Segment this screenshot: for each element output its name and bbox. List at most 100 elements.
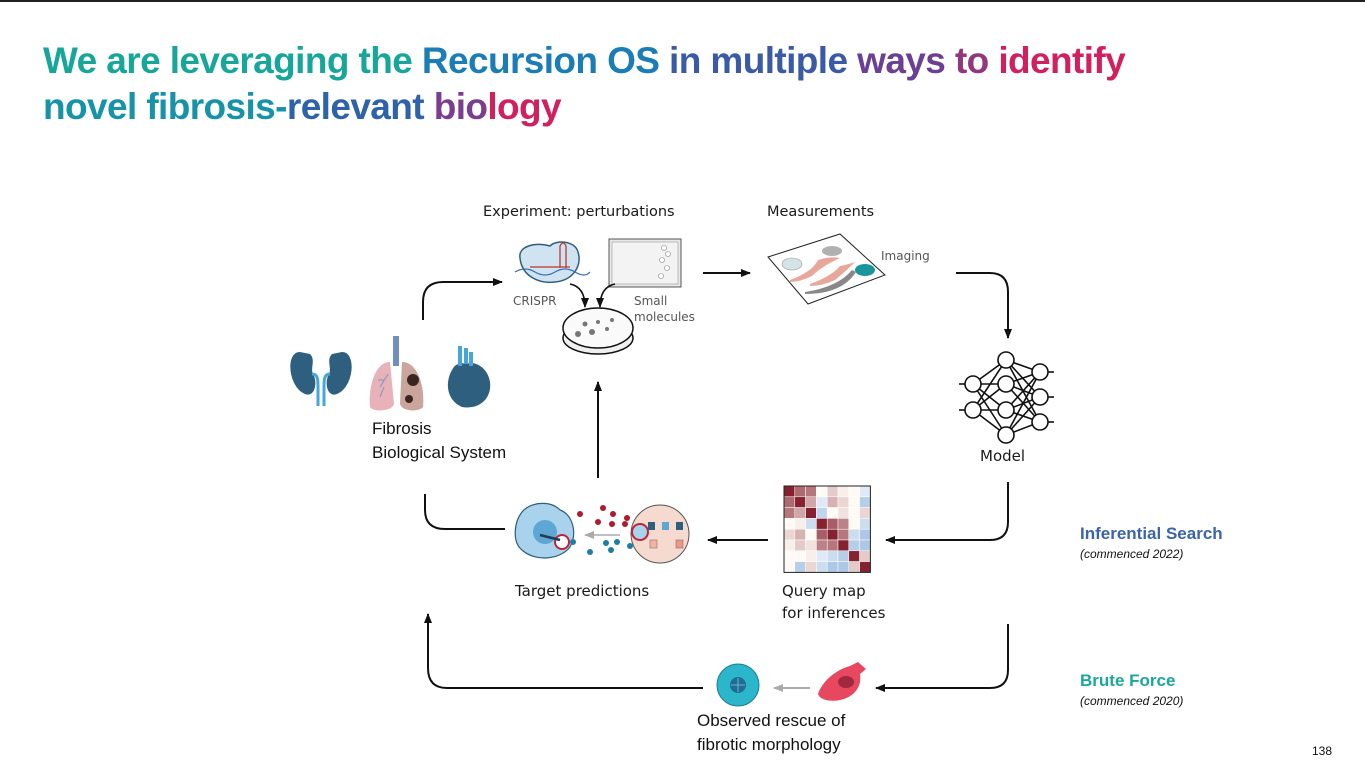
heatmap-cell [816,550,828,562]
nn-node [997,401,1015,419]
heatmap-cell [826,496,839,508]
heatmap-cell [783,528,796,541]
arrow-model-to-querymap [885,482,1009,544]
arrow-rescue-to-fibrosis [424,613,703,689]
heatmap-cell [794,528,806,541]
title-segment: relevant [286,86,434,127]
heatmap-cell [859,507,871,519]
heatmap-cell [848,539,860,552]
neural-network-icon [959,351,1054,444]
nn-node [964,401,982,419]
heatmap-cell [848,561,860,573]
heatmap-cell [816,528,828,541]
crispr-icon [514,241,591,284]
heatmap-cell [783,496,796,508]
heatmap-cell [805,539,817,552]
title-segment: identify [998,40,1126,81]
arrow-targets-to-fibrosis [424,494,505,530]
heatmap-cell [848,518,860,530]
heatmap-cell [837,496,850,508]
rescued-cell-icon [716,663,760,707]
heatmap-cell [848,550,860,562]
heatmap-cell [848,507,860,519]
heatmap-cell [794,518,806,530]
title-segment: logy [487,86,562,127]
heatmap-cell [805,507,817,519]
petri-dish-icon [562,283,634,355]
heatmap-cell [805,485,817,498]
heatmap-cell [826,539,839,552]
page-number: 138 [1311,744,1332,758]
heatmap-cell [859,528,871,541]
title-segment: novel fibrosis- [43,86,287,127]
nn-node [997,426,1015,444]
fibrosis-label-1: Fibrosis [372,419,432,438]
heatmap-cell [783,485,796,498]
heatmap-border [783,485,871,573]
well-plate-icon [608,238,682,288]
heatmap-cell [859,485,871,498]
brute-force-subtitle: (commenced 2020) [1080,694,1184,708]
heatmap-cell [848,485,860,498]
nn-node [997,351,1015,369]
heatmap-cell [794,539,806,552]
heatmap-cell [859,539,871,552]
fibrosis-label-2: Biological System [372,443,507,462]
target-predictions-label: Target predictions [515,582,650,600]
heatmap-cell [826,528,839,541]
title-segment: We are leveraging the [43,40,422,81]
rescue-label-2: fibrotic morphology [697,735,841,754]
title-segment: in multiple [669,40,858,81]
heatmap-cell [794,496,806,508]
heatmap-cell [837,561,850,573]
experiment-label: Experiment: perturbations [483,204,675,220]
heatmap-cell [783,539,796,552]
heatmap-cell [783,550,796,562]
heatmap-cell [837,528,850,541]
nn-node [1031,413,1049,431]
heatmap-cell [783,507,796,519]
connectors [422,269,1012,692]
nn-edge [1005,371,1041,436]
heatmap-cell [816,539,828,552]
heatmap-cell [837,485,850,498]
small-molecules-label-1: Small [634,294,668,308]
arrow-brute-to-cell [875,624,1009,692]
heatmap-cell [783,518,796,530]
rescue-label-1: Observed rescue of [697,711,846,730]
heatmap-cell [859,496,871,508]
heatmap-cell [816,518,828,530]
heatmap-cell [794,550,806,562]
title-segment: bio [433,86,488,127]
model-label: Model [980,447,1026,465]
query-map-label-1: Query map [782,582,866,600]
brute-force-title: Brute Force [1080,671,1176,690]
slide-title: We are leveraging the Recursion OS in mu… [43,38,1243,130]
heatmap-cell [826,518,839,530]
heatmap-cell [837,518,850,530]
heatmap-cell [794,507,806,519]
nn-node [1031,388,1049,406]
heatmap-cell [826,561,839,573]
nn-node [1031,363,1049,381]
title-segment: to [954,40,999,81]
inferential-search-subtitle: (commenced 2022) [1080,547,1184,561]
target-predictions-icon [514,502,690,564]
title-line-2: novel fibrosis-relevant biology [43,84,1243,130]
heatmap-cell [794,485,806,498]
heatmap-cell [826,550,839,562]
heatmap-cell [816,496,828,508]
heatmap-cell [859,550,871,562]
arrow-fibrosis-to-experiment [422,278,503,320]
heatmap-cell [805,528,817,541]
arrow-measurements-to-model [956,272,1012,339]
heatmap-cell [826,485,839,498]
heatmap-cell [816,561,828,573]
nn-node [964,375,982,393]
heatmap-cell [848,528,860,541]
heatmap-cell [805,496,817,508]
heatmap-cell [837,539,850,552]
heatmap-cell [859,561,871,573]
heatmap-cell [805,561,817,573]
